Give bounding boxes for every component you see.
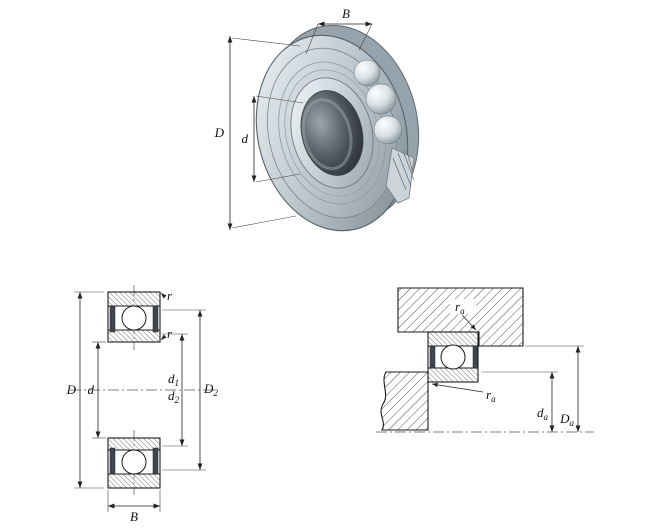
- dim-label-Da: Da: [559, 411, 574, 428]
- outer-ring-bottom: [107, 473, 161, 489]
- dim-label-D-iso: D: [214, 125, 225, 140]
- mounting-bearing-outline: [427, 331, 479, 383]
- leader-ra-shaft: [431, 382, 484, 393]
- ext-line-B-right: [358, 23, 373, 51]
- seal-top-right: [152, 305, 159, 333]
- ball-3: [373, 115, 403, 145]
- mounting-inner-ring: [427, 367, 479, 383]
- ra-housing-label-bg: [450, 299, 476, 314]
- dim-label-d1: d1: [168, 371, 179, 388]
- dim-label-d2: d2: [168, 388, 180, 405]
- mounting-seal-left: [429, 345, 436, 369]
- bore-highlight: [301, 98, 353, 171]
- dim-label-r-inner: r: [167, 326, 173, 341]
- outer-ring-top: [107, 291, 161, 307]
- ball-2: [365, 83, 397, 115]
- ext-line-d-bottom: [255, 173, 301, 183]
- dim-label-B: B: [130, 509, 138, 524]
- top-section-outline: [107, 291, 161, 343]
- leader-r-inner: [160, 334, 167, 341]
- dim-label-d-iso: d: [242, 131, 249, 146]
- dim-label-ra-housing: ra: [455, 299, 465, 316]
- ball-section-bottom: [121, 449, 147, 475]
- bottom-section-outline: [107, 437, 161, 489]
- seal-bottom-right: [152, 447, 159, 475]
- iso-view: B D d: [214, 6, 420, 232]
- dim-label-da: da: [537, 405, 549, 422]
- ball-section-top: [121, 305, 147, 331]
- ext-line-B-left: [305, 23, 319, 55]
- dim-label-D: D: [66, 382, 77, 397]
- mounting-seal-right: [472, 345, 479, 369]
- mounting-view: ra ra da Da: [376, 287, 594, 433]
- cutaway-section: [385, 147, 415, 204]
- dim-label-d: d: [88, 382, 95, 397]
- seal-top-left: [109, 305, 116, 333]
- mounting-ball: [440, 344, 466, 370]
- section-view: D d d1 d2 D2 B r r: [66, 285, 218, 524]
- leader-ra-housing: [461, 314, 477, 331]
- ext-line-D-bottom: [231, 215, 297, 229]
- dim-label-r-outer: r: [167, 288, 173, 303]
- shaft-shoulder: [380, 371, 429, 431]
- seal-bottom-left: [109, 447, 116, 475]
- dim-label-ra-shaft: ra: [486, 387, 496, 404]
- ext-line-d-top: [255, 95, 304, 104]
- iso-bearing: [255, 24, 420, 232]
- mounting-outer-ring: [427, 331, 479, 347]
- leader-r-outer: [160, 292, 167, 299]
- inner-ring-top: [107, 329, 161, 343]
- dim-label-D2: D2: [203, 381, 218, 398]
- ext-line-D-top: [231, 37, 301, 47]
- ball-1: [353, 59, 381, 87]
- dim-label-B-iso: B: [342, 6, 350, 21]
- inner-ring-bottom: [107, 437, 161, 451]
